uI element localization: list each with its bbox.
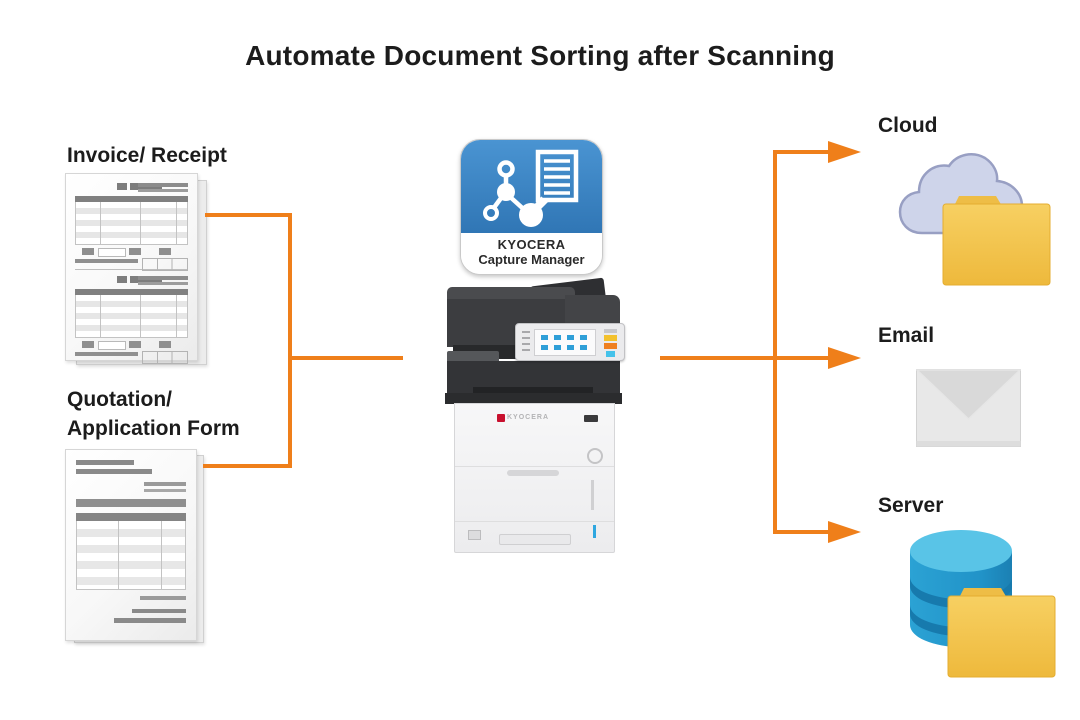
email-envelope-icon [916, 369, 1021, 447]
source-label-invoice-receipt: Invoice/ Receipt [67, 144, 227, 167]
power-button-icon [587, 448, 603, 464]
cloud-folder-icon [942, 196, 1051, 286]
connector-right-vertical-trunk [773, 150, 777, 534]
invoice-front-page [65, 173, 198, 364]
printer-body: KYOCERA [454, 403, 615, 553]
capture-workflow-glyph-icon [483, 149, 579, 227]
server-arrow-icon [828, 521, 861, 543]
kyocera-capture-manager-app-icon: KYOCERA Capture Manager [460, 139, 603, 275]
connector-branch-cloud [773, 150, 828, 154]
printer-paper-exit [473, 387, 593, 395]
connector-invoice-horizontal [205, 213, 292, 217]
printer-status-led [593, 525, 596, 538]
quotation-label-line1: Quotation/ [67, 388, 172, 411]
destination-label-cloud: Cloud [878, 114, 938, 137]
invoice-form-bottom [75, 276, 188, 364]
destination-label-email: Email [878, 324, 935, 347]
printer-port [584, 415, 598, 422]
kyocera-mfp-printer-icon: KYOCERA [443, 277, 625, 561]
printer-touchscreen [534, 329, 596, 356]
panel-button-orange [604, 343, 617, 349]
app-icon-label-area: KYOCERA Capture Manager [461, 233, 602, 274]
connector-branch-server [773, 530, 828, 534]
cloud-arrow-icon [828, 141, 861, 163]
quotation-label-line2: Application Form [67, 417, 240, 440]
printer-body-top-band [445, 393, 622, 404]
page-title: Automate Document Sorting after Scanning [245, 40, 835, 71]
invoice-form-top [75, 183, 188, 271]
quotation-front-page [65, 449, 197, 641]
kyocera-logo-mark-icon [497, 414, 505, 422]
printer-tray-handle [507, 470, 559, 476]
printer-brand-text: KYOCERA [507, 414, 550, 421]
connector-junction-to-printer [288, 356, 403, 360]
printer-bottom-tray-handle [499, 534, 571, 545]
printer-control-panel [515, 323, 625, 361]
app-brand-text: KYOCERA [497, 237, 566, 252]
app-icon-glyph-area [461, 140, 602, 233]
email-arrow-icon [828, 347, 861, 369]
panel-button-yellow [604, 335, 617, 341]
connector-quotation-horizontal [203, 464, 292, 468]
panel-button-gray [604, 329, 617, 333]
connector-left-vertical-trunk [288, 213, 292, 468]
destination-label-server: Server [878, 494, 944, 517]
app-product-text: Capture Manager [478, 252, 585, 267]
source-label-quotation: Quotation/ Application Form [67, 385, 240, 443]
server-folder-icon [947, 588, 1056, 678]
panel-button-cyan [606, 351, 615, 357]
connector-printer-to-email [660, 356, 828, 360]
